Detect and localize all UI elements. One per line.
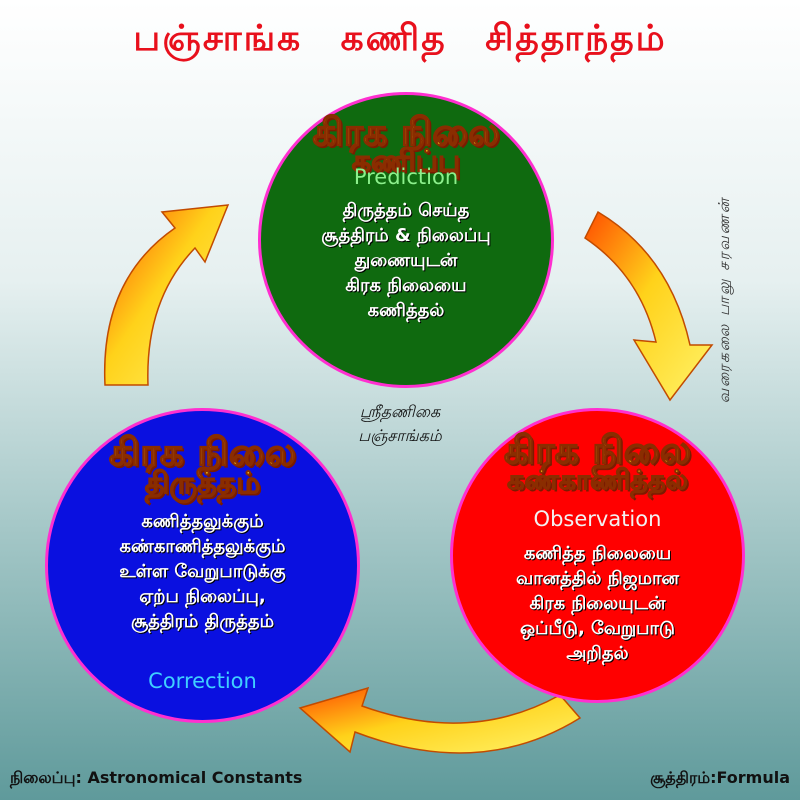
observation-line: ஒப்பீடு, வேறுபாடு <box>520 618 675 639</box>
prediction-heading-line1: கிரக நிலை <box>312 110 500 154</box>
prediction-description: திருத்தம் செய்த சூத்திரம் & நிலைப்பு துண… <box>261 198 551 323</box>
prediction-line: திருத்தம் செய்த <box>342 200 470 221</box>
observation-line: கணித்த நிலையை <box>523 543 672 564</box>
correction-line: கண்காணித்தலுக்கும் <box>119 536 286 557</box>
correction-heading-line1: கிரக நிலை <box>108 430 297 474</box>
prediction-line: சூத்திரம் & நிலைப்பு <box>321 225 491 246</box>
prediction-line: துணையுடன் <box>354 250 458 271</box>
observation-line: அறிதல் <box>566 643 629 664</box>
correction-line: சூத்திரம் திருத்தம் <box>130 611 275 632</box>
correction-english-label: Correction <box>148 669 257 693</box>
prediction-heading-line2: கணிப்பு <box>351 144 461 179</box>
arrow-observation-to-correction <box>298 686 582 754</box>
prediction-english-label: Prediction <box>353 165 459 189</box>
arrow-prediction-to-observation <box>584 210 714 402</box>
publisher-line2: பஞ்சாங்கம் <box>358 426 442 445</box>
correction-circle: கிரக நிலை திருத்தம் கணித்தலுக்கும் கண்கா… <box>45 408 360 723</box>
prediction-line: கிரக நிலையை <box>345 275 467 296</box>
observation-description: கணித்த நிலையை வானத்தில் நிஜமான கிரக நிலை… <box>453 541 742 666</box>
observation-heading-line1: கிரக நிலை <box>503 428 692 472</box>
correction-line: உள்ள வேறுபாடுக்கு <box>119 561 286 582</box>
observation-line: கிரக நிலையுடன் <box>529 593 666 614</box>
observation-heading-line2: கண்காணித்தல் <box>507 465 689 496</box>
correction-heading-line2: திருத்தம் <box>144 466 261 501</box>
arrow-correction-to-prediction <box>103 204 230 386</box>
correction-line: கணித்தலுக்கும் <box>141 511 264 532</box>
correction-line: ஏற்ப நிலைப்பு, <box>139 586 266 607</box>
correction-description: கணித்தலுக்கும் கண்காணித்தலுக்கும் உள்ள வ… <box>48 509 357 634</box>
footer-formula-note: சூத்திரம்:Formula <box>650 768 790 787</box>
footer-constants-note: நிலைப்பு: Astronomical Constants <box>10 768 303 787</box>
prediction-circle: கிரக நிலை கணிப்பு Prediction திருத்தம் ச… <box>258 92 554 388</box>
publisher-line1: ஸ்ரீதணிகை <box>359 402 441 421</box>
prediction-line: கணித்தல் <box>367 300 445 321</box>
publisher-label: ஸ்ரீதணிகை பஞ்சாங்கம் <box>300 400 500 448</box>
graphics-credit: வரைகலை பாலு சரவணன் <box>715 196 733 404</box>
observation-circle: கிரக நிலை கண்காணித்தல் Observation கணித்… <box>450 408 745 703</box>
observation-line: வானத்தில் நிஜமான <box>515 568 680 589</box>
observation-english-label: Observation <box>533 507 662 531</box>
page-title: பஞ்சாங்க கணித சித்தாந்தம் <box>133 18 667 59</box>
